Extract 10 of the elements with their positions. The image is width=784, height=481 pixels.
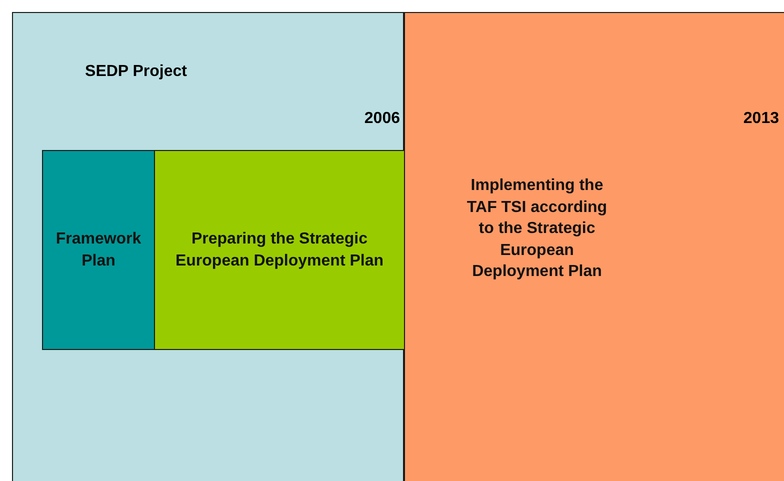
timeline-band [12,12,404,481]
phase-label: Framework Plan [54,230,142,271]
timeline-band [404,12,784,481]
year-label: 2006 [364,110,400,128]
phase-description: Implementing the TAF TSI according to the Strategic European Deployment Plan [466,176,608,282]
band-heading: SEDP Project [84,63,188,81]
phase-box [42,150,155,350]
year-label: 2013 [743,110,779,128]
phase-label: Preparing the Strategic European Deployment Plan [174,230,385,271]
phase-box [154,150,405,350]
